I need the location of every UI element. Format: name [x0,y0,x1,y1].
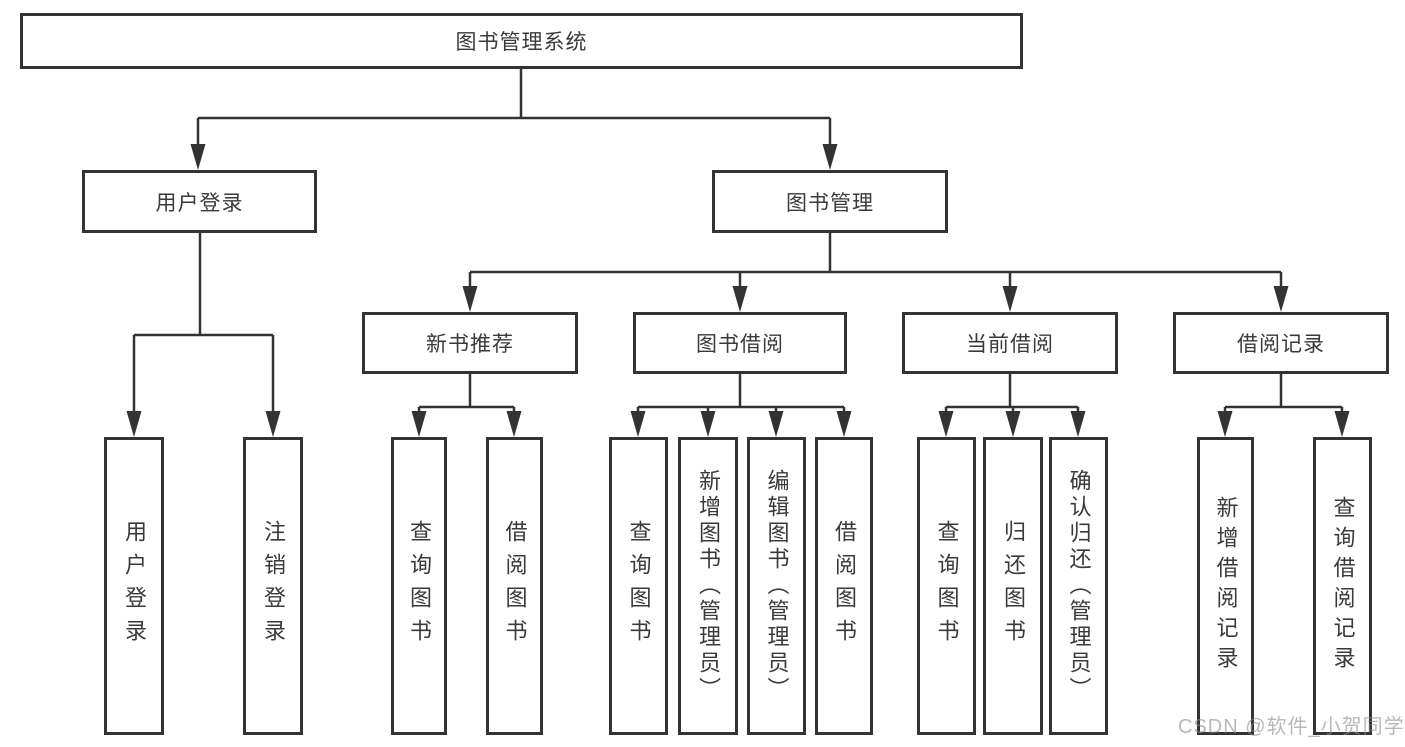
leaf-logout-label: 注销登录 [261,520,286,652]
leaf-record-add: 新增借阅记录 [1197,437,1254,735]
leaf-current-query-label: 查询图书 [934,520,960,652]
leaf-borrow-borrow-book-label: 借阅图书 [832,520,857,652]
node-user-login-label: 用户登录 [155,191,244,215]
leaf-current-query: 查询图书 [917,437,976,735]
node-current-borrow-label: 当前借阅 [966,333,1054,356]
leaf-borrow-query-label: 查询图书 [626,520,652,652]
leaf-current-confirm-return-label: 确认归还（管理员） [1066,469,1092,703]
node-borrow-record: 借阅记录 [1173,312,1389,374]
leaf-current-confirm-return: 确认归还（管理员） [1049,437,1108,735]
node-library-system-label: 图书管理系统 [455,31,588,54]
leaf-record-query: 查询借阅记录 [1313,437,1372,735]
leaf-borrow-edit-book: 编辑图书（管理员） [747,437,806,735]
connector-userlogin-to-leaves [132,233,275,413]
connector-bookborrow-to-leaves [636,374,846,413]
node-current-borrow: 当前借阅 [902,312,1118,374]
leaf-borrow-edit-book-label: 编辑图书（管理员） [764,469,790,703]
leaf-newbook-query-label: 查询图书 [407,520,432,652]
connector-borrowrecord-to-leaves [1223,374,1344,413]
leaf-newbook-borrow-label: 借阅图书 [502,520,528,652]
leaf-current-return: 归还图书 [983,437,1043,735]
node-book-management: 图书管理 [712,170,948,233]
leaf-current-return-label: 归还图书 [1001,520,1026,652]
leaf-borrow-add-book-label: 新增图书（管理员） [696,469,721,703]
node-user-login: 用户登录 [82,170,317,233]
connector-newbookrec-to-leaves [417,374,516,413]
node-library-system: 图书管理系统 [20,13,1023,69]
node-new-book-recommend-label: 新书推荐 [426,333,514,356]
leaf-logout: 注销登录 [243,437,303,735]
connector-currentborrow-to-leaves [944,374,1080,413]
leaf-borrow-borrow-book: 借阅图书 [815,437,873,735]
node-book-borrow-label: 图书借阅 [696,333,784,356]
leaf-user-login: 用户登录 [104,437,164,735]
leaf-borrow-query: 查询图书 [609,437,668,735]
leaf-newbook-query: 查询图书 [391,437,447,735]
leaf-record-add-label: 新增借阅记录 [1213,496,1239,676]
node-book-borrow: 图书借阅 [633,312,847,374]
connector-bookmgmt-to-level3 [468,233,1283,288]
leaf-borrow-add-book: 新增图书（管理员） [678,437,738,735]
node-new-book-recommend: 新书推荐 [362,312,578,374]
leaf-record-query-label: 查询借阅记录 [1330,496,1356,676]
leaf-user-login-label: 用户登录 [122,520,147,652]
leaf-newbook-borrow: 借阅图书 [486,437,543,735]
csdn-watermark: CSDN @软件_小贺同学 [1178,716,1405,738]
node-book-management-label: 图书管理 [786,191,874,215]
connector-root-to-level2 [196,69,832,146]
node-borrow-record-label: 借阅记录 [1237,333,1325,356]
